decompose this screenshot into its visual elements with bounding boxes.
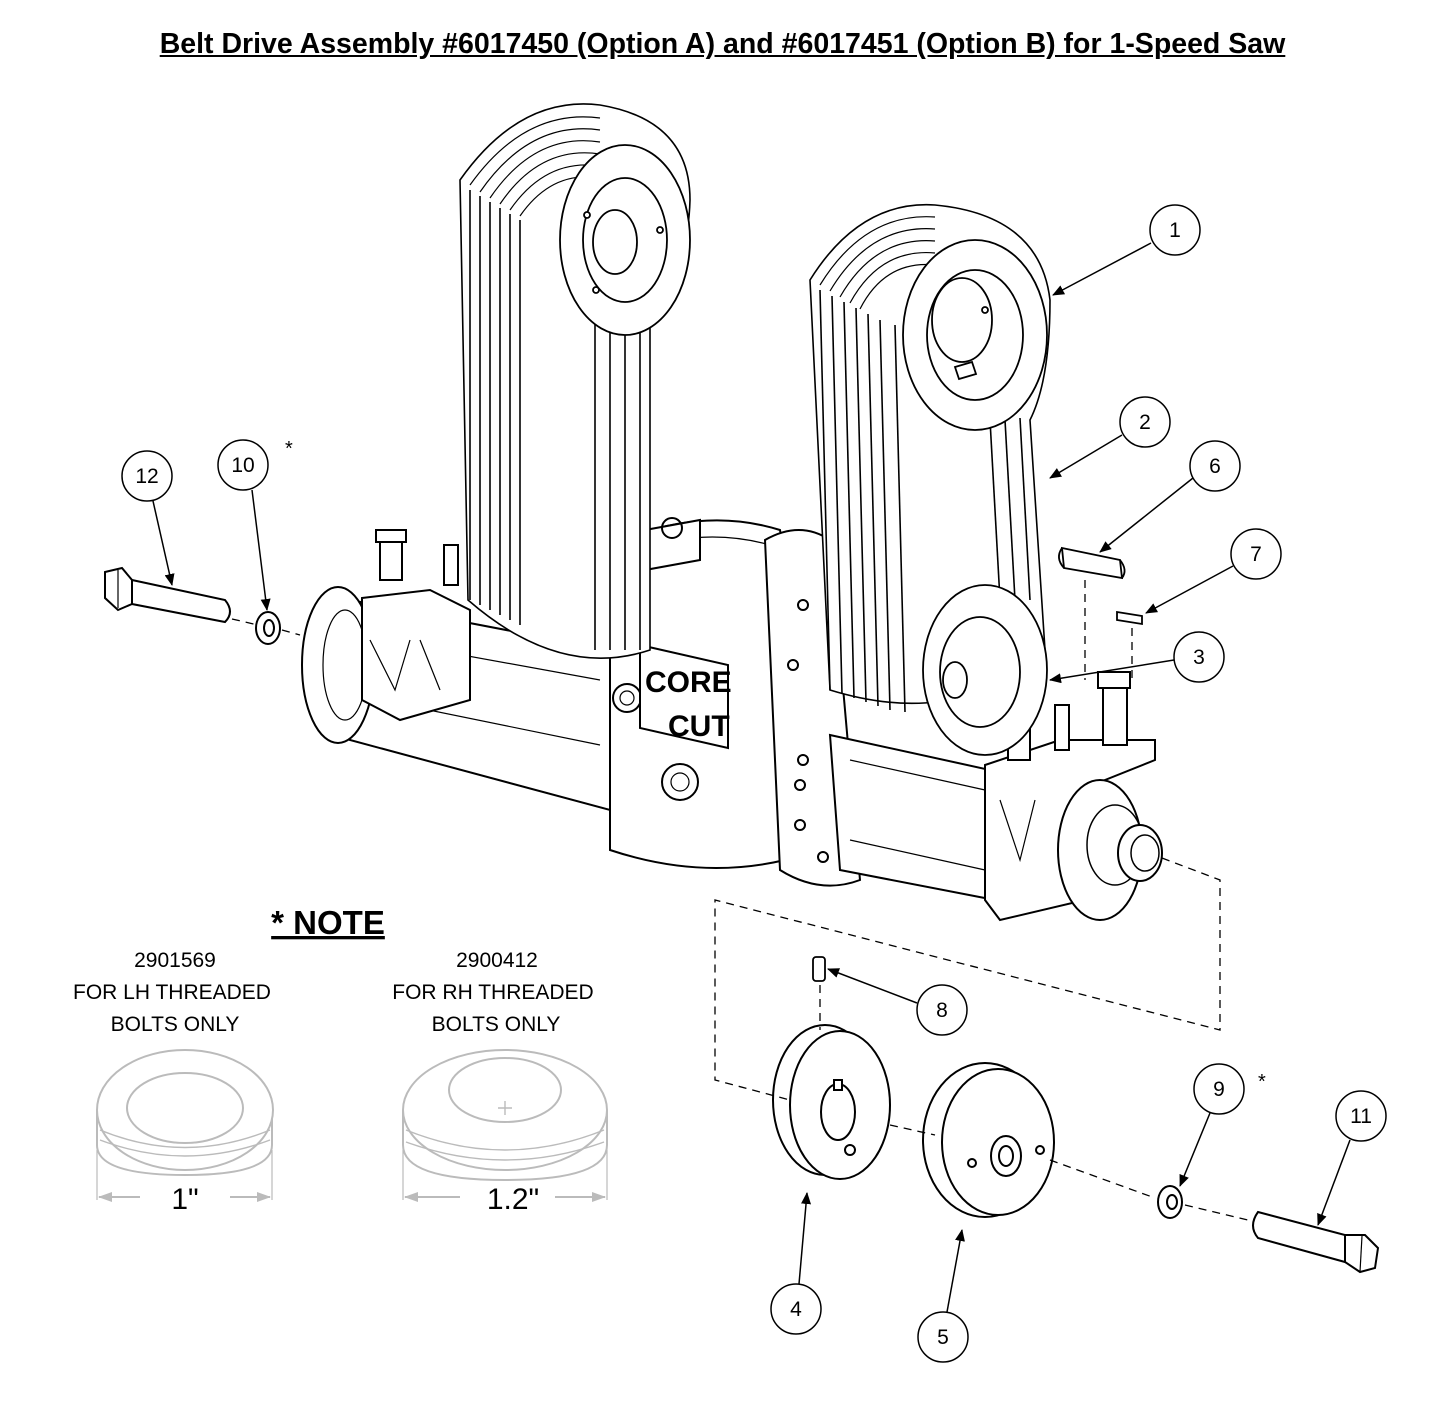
svg-text:9: 9 [1213, 1078, 1225, 1101]
asterisk-10: * [285, 438, 293, 460]
svg-text:11: 11 [1350, 1105, 1372, 1128]
callout-5: 5 [917, 1229, 969, 1363]
logo-text-top: CORE [645, 666, 732, 699]
callout-10: 10 [217, 439, 271, 611]
washer-rh-dimension: 1.2" [487, 1183, 539, 1216]
callout-9: 9 [1179, 1063, 1245, 1187]
washer-rh-part-number: 2900412 [456, 949, 538, 972]
svg-text:6: 6 [1209, 455, 1221, 478]
washer-lh-part-number: 2901569 [134, 949, 216, 972]
note-section: * NOTE 2901569 FOR LH THREADED BOLTS ONL… [73, 904, 608, 1216]
part-8-pin [812, 956, 826, 982]
callout-11: 11 [1317, 1090, 1387, 1226]
part-5-flange [922, 1062, 1055, 1218]
callout-7: 7 [1145, 528, 1282, 614]
callout-3: 3 [1049, 631, 1225, 684]
callout-12: 12 [121, 450, 175, 586]
part-6-key [1058, 546, 1126, 580]
svg-text:12: 12 [135, 465, 158, 488]
washer-lh-drawing [96, 1049, 274, 1202]
part-10-washer [255, 611, 281, 645]
washer-lh-dimension: 1" [171, 1183, 198, 1216]
svg-text:8: 8 [936, 999, 948, 1022]
washer-rh-line1: FOR RH THREADED [392, 981, 593, 1004]
lower-right-pulley [922, 584, 1048, 756]
svg-text:10: 10 [231, 454, 254, 477]
washer-lh-line2: BOLTS ONLY [111, 1013, 240, 1036]
gearbox-housing [301, 517, 1163, 922]
part-12-bolt [104, 566, 231, 624]
part-9-washer [1157, 1185, 1183, 1219]
svg-text:2: 2 [1139, 411, 1151, 434]
callout-2: 2 [1049, 396, 1171, 479]
svg-text:1: 1 [1169, 219, 1181, 242]
callout-4: 4 [770, 1192, 822, 1335]
svg-text:7: 7 [1250, 543, 1262, 566]
part-4-flange [772, 1024, 891, 1180]
washer-rh-line2: BOLTS ONLY [432, 1013, 561, 1036]
callout-8: 8 [827, 968, 968, 1036]
note-heading: * NOTE [271, 904, 385, 941]
part-7-key [1116, 610, 1143, 626]
callout-6: 6 [1099, 440, 1241, 553]
asterisk-9: * [1258, 1071, 1266, 1093]
assembly-lines [231, 580, 1249, 1221]
callout-1: 1 [1052, 204, 1201, 296]
logo-text-bottom: CUT [668, 710, 730, 743]
svg-text:4: 4 [790, 1298, 802, 1321]
part-11-bolt [1252, 1210, 1380, 1274]
washer-rh-drawing [402, 1049, 608, 1202]
page-title: Belt Drive Assembly #6017450 (Option A) … [159, 28, 1286, 60]
upper-right-pulley [902, 239, 1048, 431]
washer-lh-line1: FOR LH THREADED [73, 981, 271, 1004]
core-cut-logo: CORE CUT [639, 643, 732, 750]
svg-text:3: 3 [1193, 646, 1205, 669]
svg-text:5: 5 [937, 1326, 949, 1349]
upper-left-pulley [559, 144, 691, 336]
